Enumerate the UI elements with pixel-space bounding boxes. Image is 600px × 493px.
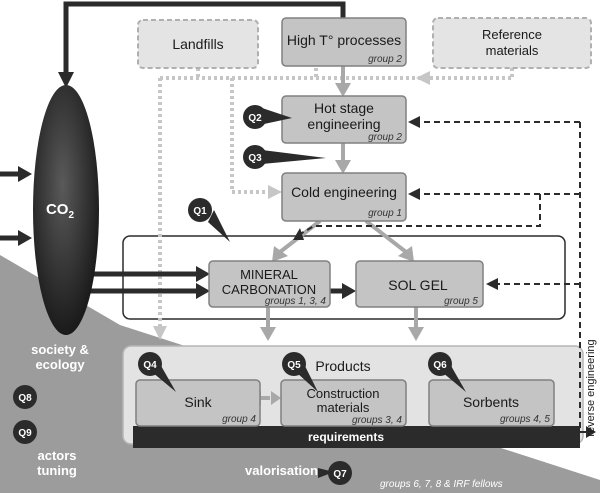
co2-subscript: 2	[68, 210, 74, 221]
q1-label: Q1	[193, 206, 207, 217]
q7-bubble: Q7	[318, 461, 352, 485]
construction-line1: Construction	[307, 386, 380, 401]
process-frame	[122, 235, 566, 320]
reference-line1: Reference	[482, 27, 542, 42]
question-bubbles: Q1 Q2 Q3 Q4 Q5 Q6 Q7	[13, 105, 466, 485]
dotted-arrowhead-products	[153, 326, 167, 340]
black-input-arrowheads	[18, 166, 356, 299]
q8-bubble: Q8	[13, 385, 37, 409]
black-input-arrows	[0, 171, 344, 294]
landfills-label: Landfills	[172, 36, 223, 52]
actors-line2: tuning	[37, 463, 77, 478]
q6-label: Q6	[433, 360, 447, 371]
grey-arrowheads	[251, 83, 424, 405]
society-line1: society &	[31, 342, 89, 357]
q4-bubble: Q4	[138, 352, 176, 392]
cold-label: Cold engineering	[291, 184, 397, 200]
q7-label: Q7	[333, 469, 347, 480]
mineral-carbonation-box	[208, 260, 331, 308]
q4-label: Q4	[143, 360, 157, 371]
q9-label: Q9	[18, 428, 32, 439]
q6-bubble: Q6	[428, 352, 466, 392]
sink-box	[135, 379, 261, 427]
q9-bubble: Q9	[13, 420, 37, 444]
landfills-box	[137, 19, 259, 69]
requirements-bar	[133, 426, 580, 448]
sink-group: group 4	[222, 414, 256, 425]
q5-bubble: Q5	[282, 352, 318, 392]
mineral-line1: MINERAL	[240, 267, 298, 282]
top-feedback-arrowhead	[58, 72, 74, 88]
high-t-group: group 2	[368, 54, 402, 65]
valorisation-label: valorisation	[245, 463, 318, 478]
dotted-arrowhead-cold	[268, 185, 282, 199]
sol-gel-box	[355, 260, 484, 308]
requirements-label: requirements	[308, 430, 384, 444]
mineral-line2: CARBONATION	[222, 282, 316, 297]
cold-engineering-box	[281, 172, 407, 222]
q2-label: Q2	[248, 113, 262, 124]
co2-ellipse	[33, 85, 99, 335]
q3-bubble: Q3	[243, 145, 326, 169]
construction-materials-box	[280, 379, 407, 427]
sink-label: Sink	[184, 394, 212, 410]
construction-group: groups 3, 4	[352, 415, 402, 426]
sorbents-box	[428, 379, 555, 427]
co2-label: CO2	[46, 201, 75, 221]
co2-base: CO	[46, 201, 69, 218]
q2-bubble: Q2	[243, 105, 292, 129]
reference-line2: materials	[486, 43, 539, 58]
construction-line2: materials	[317, 400, 370, 415]
reverse-engineering-label: reverse engineering	[585, 339, 597, 436]
actors-line1: actors	[37, 448, 76, 463]
q8-label: Q8	[18, 393, 32, 404]
reverse-engineering-lines	[299, 121, 590, 433]
solgel-label: SOL GEL	[388, 277, 448, 293]
groups-footer: groups 6, 7, 8 & IRF fellows	[380, 479, 503, 490]
high-t-processes-box	[281, 17, 407, 67]
hot-stage-line1: Hot stage	[314, 100, 374, 116]
q1-bubble: Q1	[188, 198, 230, 242]
sorbents-label: Sorbents	[463, 394, 519, 410]
hot-stage-line2: engineering	[307, 116, 380, 132]
reference-materials-box	[432, 17, 592, 69]
dotted-arrows	[158, 68, 514, 328]
high-t-label: High T° processes	[287, 32, 401, 48]
solgel-group: group 5	[444, 296, 478, 307]
products-label: Products	[315, 358, 370, 374]
cold-group: group 1	[368, 208, 402, 219]
reverse-engineering-arrowheads	[293, 116, 596, 438]
sorbents-group: groups 4, 5	[500, 414, 550, 425]
q3-label: Q3	[248, 153, 262, 164]
top-feedback-arrow	[63, 1, 346, 76]
society-line2: ecology	[35, 357, 85, 372]
mineral-group: groups 1, 3, 4	[265, 296, 327, 307]
dotted-arrowhead-ref	[416, 71, 430, 85]
q5-label: Q5	[287, 360, 301, 371]
hot-stage-group: group 2	[368, 132, 402, 143]
